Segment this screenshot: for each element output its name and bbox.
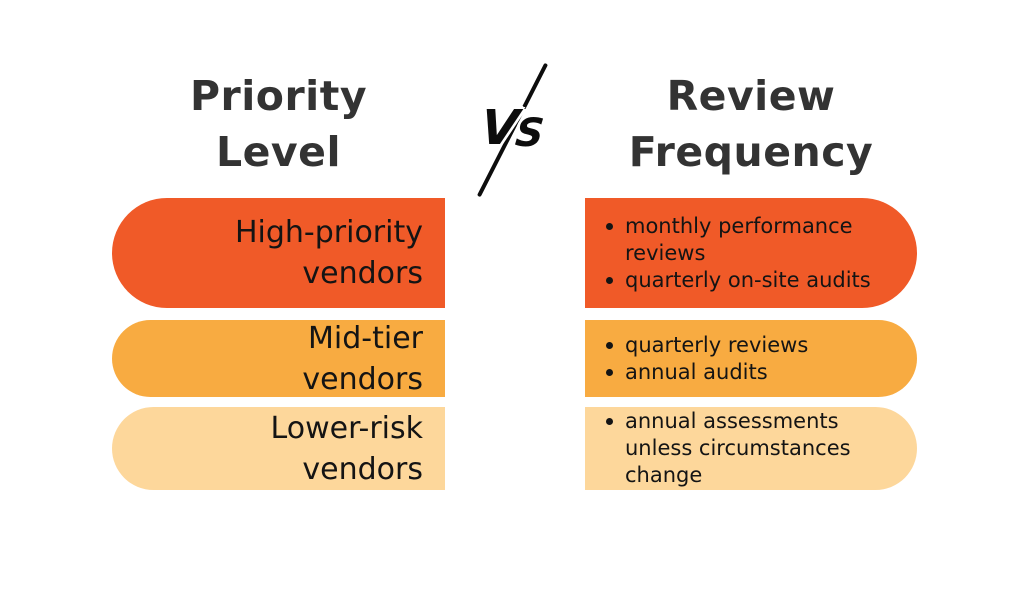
- frequency-item: quarterly reviews: [605, 332, 808, 359]
- frequency-list-mid: quarterly reviews annual audits: [585, 332, 822, 386]
- frequency-pill-low: annual assessments unless circumstances …: [585, 407, 917, 490]
- frequency-list-high: monthly performance reviews quarterly on…: [585, 213, 917, 294]
- priority-title-line1: Priority: [189, 72, 368, 120]
- vs-label: VS: [478, 100, 549, 156]
- priority-label-mid: Mid-tier vendors: [302, 320, 423, 397]
- priority-pill-mid: Mid-tier vendors: [112, 320, 445, 397]
- review-title-line2: Frequency: [628, 128, 874, 176]
- priority-level-title: Priority Level: [112, 68, 445, 180]
- frequency-item: annual audits: [605, 359, 808, 386]
- frequency-item: quarterly on-site audits: [605, 267, 903, 294]
- priority-pill-high: High-priority vendors: [112, 198, 445, 308]
- frequency-item: annual assessments unless circumstances …: [605, 408, 903, 489]
- frequency-pill-mid: quarterly reviews annual audits: [585, 320, 917, 397]
- review-frequency-title: Review Frequency: [585, 68, 917, 180]
- priority-label-low: Lower-risk vendors: [270, 410, 423, 487]
- frequency-list-low: annual assessments unless circumstances …: [585, 408, 917, 489]
- priority-pill-low: Lower-risk vendors: [112, 407, 445, 490]
- priority-title-line2: Level: [215, 128, 342, 176]
- review-title-line1: Review: [666, 72, 836, 120]
- frequency-item: monthly performance reviews: [605, 213, 903, 267]
- frequency-pill-high: monthly performance reviews quarterly on…: [585, 198, 917, 308]
- priority-label-high: High-priority vendors: [234, 215, 423, 291]
- vs-letter-s: S: [513, 111, 547, 156]
